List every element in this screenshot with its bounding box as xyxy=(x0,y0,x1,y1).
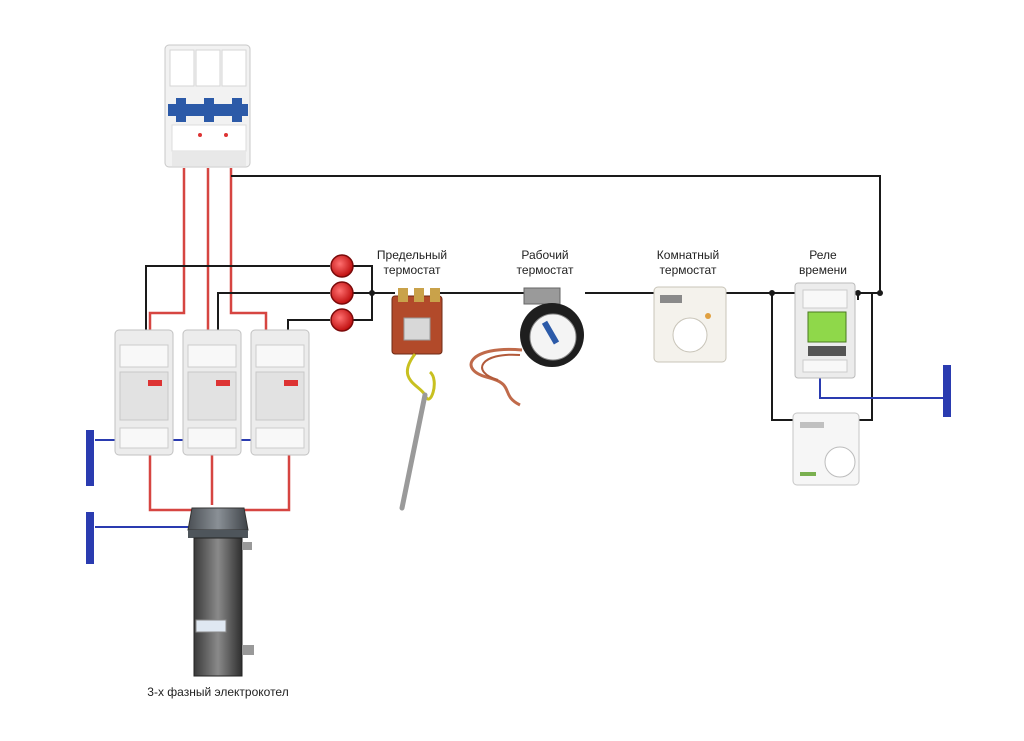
label-limit-thermostat: Предельный термостат xyxy=(367,248,457,278)
indicator-lamp-icon xyxy=(330,254,354,278)
room-thermostat-icon xyxy=(653,286,727,363)
label-working-thermostat: Рабочий термостат xyxy=(500,248,590,278)
label-limit-thermostat-line2: термостат xyxy=(383,263,441,277)
limit-thermostat-icon xyxy=(391,288,443,511)
phase-wires xyxy=(148,168,291,512)
circuit-breaker-icon xyxy=(164,44,251,168)
contactor-3-icon xyxy=(250,329,310,456)
label-room-thermostat-line1: Комнатный xyxy=(656,248,720,262)
label-limit-thermostat-line1: Предельный xyxy=(376,248,448,262)
control-wires xyxy=(145,175,881,421)
time-relay-icon xyxy=(794,282,856,379)
contactor-1-icon xyxy=(114,329,174,456)
label-time-relay-line2: времени xyxy=(799,263,847,277)
label-room-thermostat: Комнатный термостат xyxy=(643,248,733,278)
boiler-icon xyxy=(187,507,254,677)
label-boiler: 3-х фазный электрокотел xyxy=(147,685,289,699)
room-thermostat-2-icon xyxy=(792,412,860,486)
label-room-thermostat-line2: термостат xyxy=(659,263,717,277)
label-working-thermostat-line2: термостат xyxy=(516,263,574,277)
label-working-thermostat-line1: Рабочий xyxy=(521,248,569,262)
neutral-busbar-icon xyxy=(86,430,94,486)
neutral-busbar-icon xyxy=(86,512,94,564)
contactor-2-icon xyxy=(182,329,242,456)
label-time-relay-line1: Реле xyxy=(809,248,837,262)
working-thermostat-icon xyxy=(469,287,584,407)
label-time-relay: Реле времени xyxy=(783,248,863,278)
neutral-busbar-icon xyxy=(943,365,951,417)
indicator-lamp-icon xyxy=(330,308,354,332)
indicator-lamp-icon xyxy=(330,281,354,305)
